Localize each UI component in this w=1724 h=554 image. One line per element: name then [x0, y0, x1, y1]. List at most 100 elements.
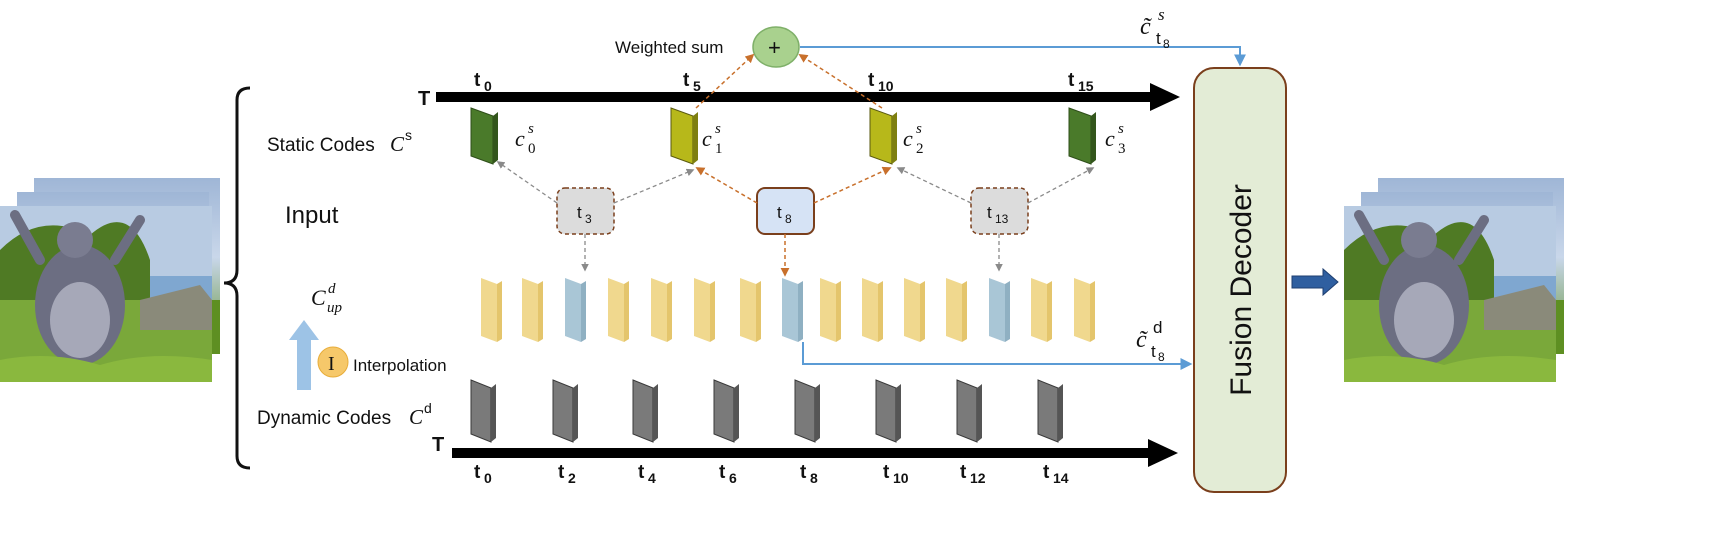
static-code-label-base: c: [515, 126, 525, 151]
dynamic-code-0: [470, 379, 496, 443]
static-codes-label: Static Codes C s: [267, 127, 412, 156]
upsampled-code-9: [862, 278, 883, 342]
bottom-tick-sub: 10: [893, 470, 909, 486]
static-code-label-sub: 2: [916, 141, 924, 157]
upsampled-codes: [481, 278, 1095, 342]
dynamic-codes: [470, 379, 1063, 443]
static-codes: [470, 107, 1096, 165]
input-node-t8: t 8: [756, 187, 815, 235]
input-node-t3: t 3: [556, 187, 615, 235]
sum-symbol: +: [768, 35, 781, 60]
fusion-decoder: Fusion Decoder: [1193, 67, 1287, 493]
c-up-label: C d up: [311, 281, 343, 316]
top-tick-sub: 10: [878, 78, 894, 94]
input-node-t8-base: t: [777, 203, 782, 222]
bottom-tick-base: t: [638, 462, 645, 483]
static-code-plate-2: [869, 107, 897, 165]
bottom-axis-T-label: T: [432, 434, 444, 456]
tilde-c-static-subsub: 8: [1163, 37, 1170, 51]
static-code-label-sub: 3: [1118, 141, 1126, 157]
upsampled-code-1: [522, 278, 543, 342]
upsampled-code-4: [651, 278, 672, 342]
dynamic-code-6: [956, 379, 982, 443]
bottom-tick-sub: 14: [1053, 470, 1069, 486]
static-code-plate-1: [670, 107, 698, 165]
input-video-frames: [0, 178, 220, 382]
bottom-tick-sub: 4: [648, 470, 656, 486]
output-video-frames: [1344, 178, 1564, 382]
interpolation-icon: [317, 346, 349, 378]
bottom-tick-base: t: [800, 462, 807, 483]
top-tick-base: t: [683, 70, 690, 91]
bottom-tick-sub: 6: [729, 470, 737, 486]
sum-node: [752, 26, 800, 68]
upsampled-code-10: [904, 278, 925, 342]
blue-flow-arrows: [800, 46, 1246, 370]
brown-dashed-connectors: [695, 53, 892, 277]
upsampled-code-3: [608, 278, 629, 342]
top-tick-sub: 5: [693, 78, 701, 94]
static-code-plate-3: [1068, 107, 1096, 165]
upsampled-code-7: [782, 278, 803, 342]
upsample-arrow: [289, 320, 319, 390]
bottom-tick-sub: 0: [484, 470, 492, 486]
bottom-tick-base: t: [960, 462, 967, 483]
top-tick-base: t: [474, 70, 481, 91]
upsampled-code-0: [481, 278, 502, 342]
static-code-label-base: c: [702, 126, 712, 151]
upsampled-code-8: [820, 278, 841, 342]
dynamic-code-5: [875, 379, 901, 443]
weighted-sum: Weighted sum +: [615, 26, 800, 68]
upsampled-code-12: [989, 278, 1010, 342]
upsampled-code-13: [1031, 278, 1052, 342]
input-label: Input: [285, 202, 339, 229]
static-code-plate-0: [470, 107, 498, 165]
top-axis-T-label: T: [418, 88, 430, 110]
input-node-t8-sub: 8: [785, 212, 792, 226]
tilde-c-dynamic-subsub: 8: [1158, 350, 1165, 364]
dynamic-code-4: [794, 379, 820, 443]
static-codes-text: Static Codes: [267, 135, 375, 156]
dynamic-code-3: [713, 379, 739, 443]
dynamic-codes-text: Dynamic Codes: [257, 408, 391, 429]
static-codes-sup: s: [405, 127, 412, 143]
bottom-tick-base: t: [719, 462, 726, 483]
input-node-t3-base: t: [577, 203, 582, 222]
bottom-tick-base: t: [1043, 462, 1050, 483]
top-tick-sub: 0: [484, 78, 492, 94]
output-arrow: [1291, 267, 1339, 297]
c-up-sup: d: [328, 281, 336, 297]
tilde-c-static-sub: t: [1156, 29, 1161, 48]
output-frame-front: [1344, 206, 1556, 382]
static-codes-symbol: C: [390, 132, 405, 156]
static-code-label-sup: s: [1118, 121, 1124, 137]
upsampled-code-11: [946, 278, 967, 342]
tilde-c-static-label: c̃ s t 8: [1140, 5, 1170, 51]
interpolation-label: Interpolation: [353, 356, 447, 375]
static-code-label-sub: 1: [715, 141, 723, 157]
dynamic-code-1: [552, 379, 578, 443]
upsampled-code-14: [1074, 278, 1095, 342]
svg-text:Dynamic Codes: Dynamic Codes: [257, 408, 391, 429]
static-code-label-base: c: [1105, 126, 1115, 151]
upsampled-code-6: [740, 278, 761, 342]
bottom-tick-sub: 12: [970, 470, 986, 486]
upsampled-code-5: [694, 278, 715, 342]
static-code-label-sub: 0: [528, 141, 536, 157]
interpolation-indicator: I Interpolation: [289, 320, 447, 390]
input-node-t13: t 13: [970, 187, 1029, 235]
static-code-label-sup: s: [528, 121, 534, 137]
tilde-c-dynamic-base: c̃: [1136, 327, 1148, 353]
